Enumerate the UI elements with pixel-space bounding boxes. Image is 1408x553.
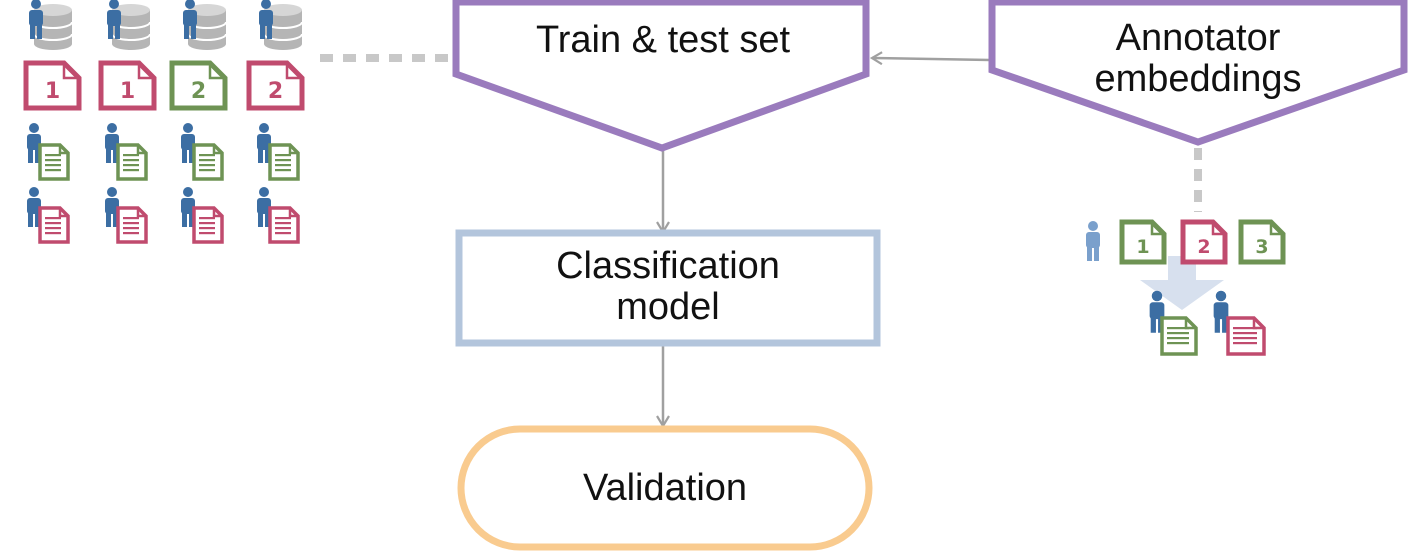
document-number-icon: 1 xyxy=(23,60,82,111)
svg-text:1: 1 xyxy=(45,79,60,104)
svg-text:2: 2 xyxy=(191,79,206,104)
svg-text:2: 2 xyxy=(268,79,283,104)
person-database-icon xyxy=(183,0,227,50)
document-number-icon: 1 xyxy=(98,60,157,111)
classification-model-box xyxy=(455,229,881,347)
person-database-icon xyxy=(259,0,303,50)
annotator-embeddings-label: Annotator embeddings xyxy=(992,17,1404,101)
person-document-icon xyxy=(1213,290,1266,356)
person-database-icon xyxy=(29,0,73,50)
classification-model-label-line2: model xyxy=(616,286,720,329)
document-number-icon: 2 xyxy=(1180,219,1228,265)
document-number-icon: 2 xyxy=(246,60,305,111)
annotator-embeddings-label-line2: embeddings xyxy=(1094,58,1302,101)
document-number-icon: 1 xyxy=(1119,219,1167,265)
classification-model-label-line1: Classification xyxy=(556,245,780,287)
transform-arrow xyxy=(1140,256,1224,310)
classification-model-label: Classification model xyxy=(459,245,877,329)
person-document-icon xyxy=(105,187,148,244)
annotator-embeddings-shape xyxy=(988,0,1408,146)
svg-text:1: 1 xyxy=(120,79,135,104)
svg-text:1: 1 xyxy=(1136,236,1149,258)
document-number-icon: 2 xyxy=(169,60,228,111)
person-document-icon xyxy=(105,123,148,181)
person-document-icon xyxy=(181,187,224,244)
document-number-icon: 3 xyxy=(1238,219,1286,265)
svg-text:3: 3 xyxy=(1255,236,1268,258)
validation-box xyxy=(457,425,873,551)
person-document-icon xyxy=(27,187,70,244)
person-icon xyxy=(1086,221,1100,261)
person-database-icon xyxy=(107,0,151,50)
annotator-embeddings-label-line1: Annotator xyxy=(1115,17,1281,59)
person-document-icon xyxy=(1149,290,1198,356)
train-test-set-label: Train & test set xyxy=(535,19,791,61)
person-document-icon xyxy=(257,187,300,244)
person-document-icon xyxy=(257,123,300,181)
person-document-icon xyxy=(27,123,70,181)
train-test-set-shape xyxy=(452,0,870,152)
svg-text:2: 2 xyxy=(1197,236,1210,258)
person-document-icon xyxy=(181,123,224,181)
arrow-embeddings-to-trainset xyxy=(869,51,991,66)
validation-label: Validation xyxy=(582,467,748,509)
